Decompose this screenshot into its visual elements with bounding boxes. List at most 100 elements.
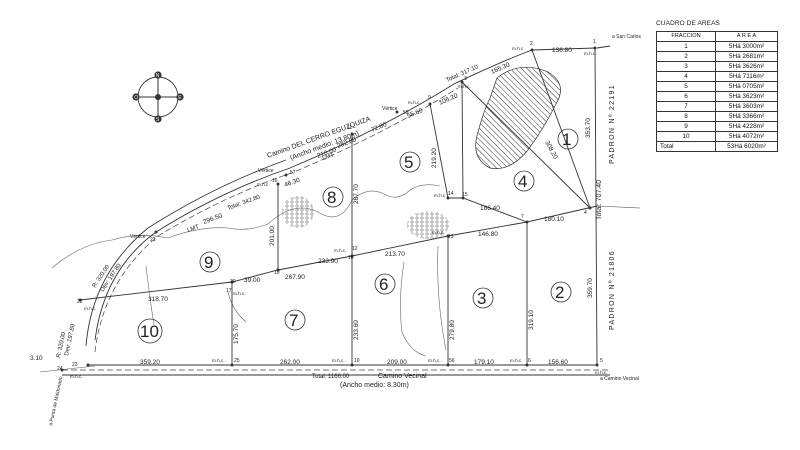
dim-318-70: 318.70 <box>148 296 168 303</box>
dim-353-70: 353.70 <box>585 118 592 138</box>
frac-cell: 2 <box>656 51 716 62</box>
dim-46-30: 46.30 <box>283 177 301 189</box>
area-cell: 5Há 2681m² <box>715 51 778 62</box>
area-cell: 5Há 0705m² <box>715 81 778 92</box>
point-34: 56m.h.c. <box>428 358 455 367</box>
compass-o: O <box>134 95 138 101</box>
svg-text:m.h.c.: m.h.c. <box>595 370 608 375</box>
middle-division <box>79 205 598 301</box>
area-cell: 5Há 3366m² <box>715 111 778 122</box>
frac-cell: 7 <box>656 101 716 112</box>
padron-top: PADRON Nº 22191 <box>609 84 616 164</box>
svg-text:m.h.c.: m.h.c. <box>510 358 523 363</box>
dest-san-carlos: a San Carlos <box>612 34 641 40</box>
frac-cell: 8 <box>656 111 716 122</box>
svg-text:m.h.c.: m.h.c. <box>458 84 471 89</box>
road-bottom-name: Camino Vecinal <box>378 373 427 380</box>
point-16: 16m.h.c. <box>257 178 280 187</box>
compass-e: E <box>178 95 182 101</box>
contour-line-lot-3 <box>437 245 447 351</box>
point-1: 1m.h.c. <box>584 39 597 56</box>
frac-cell: 9 <box>656 121 716 132</box>
point-5: 5 m.h.c. <box>595 358 608 375</box>
col-area-header: A R E A <box>715 31 778 42</box>
road-east <box>596 45 611 49</box>
lot-1: 1 <box>562 130 571 149</box>
dim-3-10: 3.10 <box>30 355 43 362</box>
div-5-6-west <box>429 103 449 199</box>
road-center-dashed <box>94 87 459 353</box>
svg-text:m.h.c.: m.h.c. <box>512 46 525 51</box>
point-3: 3m.h.c. <box>458 76 471 89</box>
dim-359-70: 359.70 <box>587 278 594 298</box>
svg-text:7: 7 <box>521 214 524 220</box>
tree-cluster-lot-8 <box>282 196 314 228</box>
svg-text:56: 56 <box>449 358 455 364</box>
point-13: 13m.h.c. <box>432 230 454 240</box>
svg-text:m.h.c.: m.h.c. <box>332 358 345 363</box>
svg-text:20: 20 <box>230 279 236 285</box>
total-right: Total: 707.40 <box>596 180 603 220</box>
svg-text:m.h.c.: m.h.c. <box>84 306 97 311</box>
svg-text:57: 57 <box>290 170 296 176</box>
dim-39-00: 39.00 <box>244 277 261 284</box>
area-cell: 5Há 3626m² <box>715 61 778 72</box>
dim-287-70: 287.70 <box>353 184 360 204</box>
svg-text:m.h.c.: m.h.c. <box>334 248 347 253</box>
east-ext-line <box>596 205 641 209</box>
lot-5: 5 <box>404 153 413 172</box>
vertice-21: Vértice <box>130 234 146 240</box>
svg-text:13: 13 <box>448 234 454 240</box>
dim-359-20: 359.20 <box>140 359 160 366</box>
lot-3: 3 <box>477 289 486 308</box>
dim-319-10: 319.10 <box>528 310 535 330</box>
div-1-east <box>531 49 591 209</box>
point-20: 20 <box>230 279 236 285</box>
point-24: 24m.h.c. <box>57 366 83 379</box>
lot-9: 9 <box>204 253 213 272</box>
dim-136-80: 136.80 <box>552 47 572 54</box>
div-4-5 <box>461 81 464 199</box>
dim-146-80: 146.80 <box>478 231 498 238</box>
svg-text:6: 6 <box>528 358 531 364</box>
svg-text:m.h.c.: m.h.c. <box>70 374 83 379</box>
svg-text:m.h.c.: m.h.c. <box>434 193 447 198</box>
svg-text:18: 18 <box>348 255 354 261</box>
svg-text:14: 14 <box>448 191 454 197</box>
point-4: 4 <box>584 206 592 216</box>
point-23: 23 <box>72 362 90 368</box>
svg-text:m.h.c.: m.h.c. <box>212 358 225 363</box>
survey-points: 1m.h.c. 2m.h.c. 3m.h.c. 4 5m.h.c. 6m.h.c… <box>57 39 608 379</box>
vertice-10: Vértice <box>382 106 398 112</box>
point-59: 59 <box>395 110 409 116</box>
svg-text:m.h.c.: m.h.c. <box>584 51 597 56</box>
dest-camino-vecinal: a Camino Vecinal <box>600 376 639 382</box>
dim-262-00: 262.00 <box>280 359 300 366</box>
contour-line-lot-6 <box>400 261 427 357</box>
total-value: 53Há 6020m² <box>715 141 778 152</box>
svg-text:16: 16 <box>272 178 278 184</box>
point-9: 9 m.h.c. <box>408 95 432 106</box>
padron-bottom: PADRON Nº 21806 <box>609 250 616 330</box>
lot-4: 4 <box>518 172 527 191</box>
svg-text:11: 11 <box>347 125 352 131</box>
svg-text:23: 23 <box>72 362 78 368</box>
area-cell: 5Há 3623m² <box>715 91 778 102</box>
dim-219-20: 219.20 <box>431 148 438 168</box>
dim-267-90: 267.90 <box>285 274 305 281</box>
svg-text:m.h.c.: m.h.c. <box>408 100 421 105</box>
dim-156-60: 156.60 <box>548 359 568 366</box>
vertice-56: Vértice <box>258 168 274 174</box>
contour-line-lot-7 <box>227 291 247 323</box>
frac-cell: 5 <box>656 81 716 92</box>
dim-106-20: 106.20 <box>438 92 459 107</box>
svg-text:5: 5 <box>600 358 603 364</box>
dim-179-10: 179.10 <box>474 359 494 366</box>
svg-text:9: 9 <box>428 95 431 101</box>
svg-text:59: 59 <box>403 110 409 116</box>
road-bottom-total: Total: 1166.00 <box>312 374 350 380</box>
